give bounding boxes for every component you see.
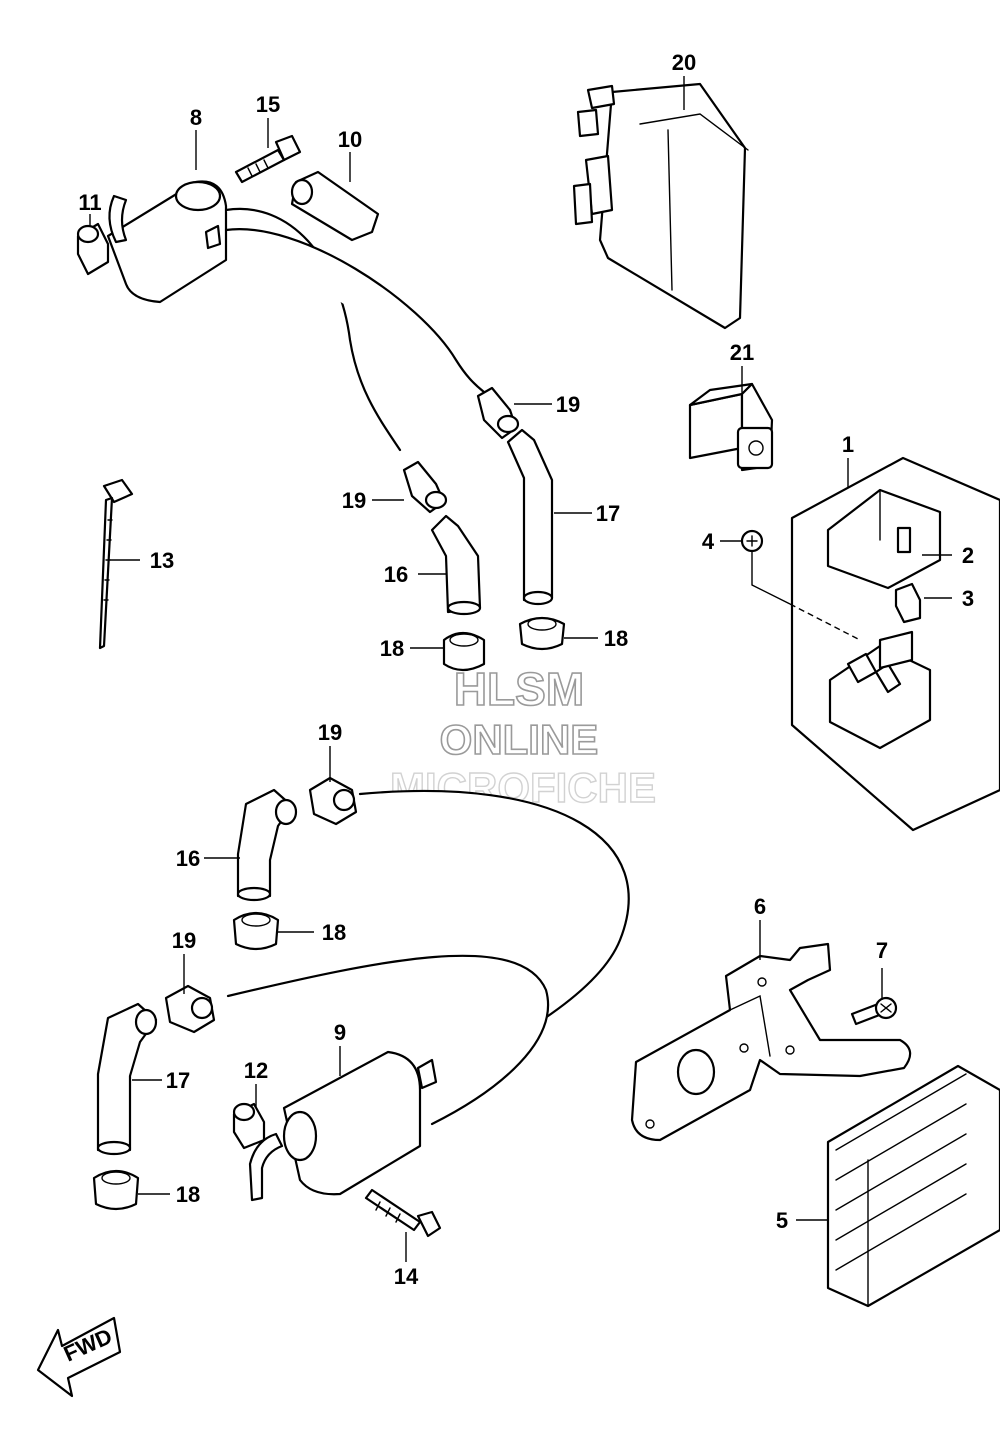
callout-4[interactable]: 4 — [702, 529, 715, 554]
part-20-ecm-unit[interactable] — [572, 82, 749, 330]
callout-17-upper[interactable]: 17 — [596, 501, 620, 526]
callout-7[interactable]: 7 — [876, 938, 888, 963]
callout-20[interactable]: 20 — [672, 50, 696, 75]
part-19-cap-lower-top[interactable] — [308, 776, 358, 826]
part-10-coil-sleeve[interactable] — [290, 170, 380, 242]
callout-12[interactable]: 12 — [244, 1058, 268, 1083]
callout-13[interactable]: 13 — [150, 548, 174, 573]
part-15-bolt[interactable] — [234, 134, 302, 184]
callout-17-lower[interactable]: 17 — [166, 1068, 190, 1093]
part-17-plug-cap-lower[interactable] — [96, 1002, 158, 1156]
part-11-spacer[interactable] — [76, 222, 110, 276]
part-14-bolt[interactable] — [364, 1188, 442, 1238]
callout-16-lower[interactable]: 16 — [176, 846, 200, 871]
part-19-cap-lower-mid[interactable] — [164, 984, 216, 1034]
lower-high-tension-leads[interactable] — [226, 789, 630, 1126]
watermark-line-2: ONLINE — [440, 716, 599, 763]
part-12-spacer[interactable] — [232, 1102, 266, 1150]
watermark: HLSM ONLINE MICROFICHE — [389, 662, 656, 812]
part-17-plug-cap-upper[interactable] — [506, 428, 554, 606]
part-18-seal-upper-right[interactable] — [518, 616, 566, 651]
callout-19-upper-left[interactable]: 19 — [342, 488, 366, 513]
part-19-cap-left[interactable] — [402, 460, 448, 514]
watermark-line-1: HLSM — [454, 663, 584, 715]
part-18-seal-lower-bottom[interactable] — [92, 1169, 140, 1211]
callout-10[interactable]: 10 — [338, 127, 362, 152]
part-16-plug-cap-upper[interactable] — [430, 514, 482, 616]
callout-6[interactable]: 6 — [754, 894, 766, 919]
part-13-cable-tie[interactable] — [98, 478, 134, 650]
callout-18-lower-top[interactable]: 18 — [322, 920, 346, 945]
callout-1[interactable]: 1 — [842, 432, 854, 457]
part-8-ignition-coil[interactable] — [106, 180, 228, 304]
callout-3[interactable]: 3 — [962, 586, 974, 611]
part-18-seal-upper-left[interactable] — [442, 631, 486, 672]
part-6-bracket[interactable] — [630, 942, 912, 1142]
callout-9[interactable]: 9 — [334, 1020, 346, 1045]
part-19-cap-right[interactable] — [476, 386, 520, 440]
part-7-screw[interactable] — [850, 996, 898, 1026]
part-18-seal-lower-top[interactable] — [232, 911, 280, 951]
fwd-direction-arrow: FWD — [36, 1316, 122, 1398]
callout-19-lower-top[interactable]: 19 — [318, 720, 342, 745]
part-21-relay[interactable] — [688, 382, 774, 472]
part-5-regulator[interactable] — [826, 1064, 1000, 1308]
callout-19-lower-mid[interactable]: 19 — [172, 928, 196, 953]
callout-21[interactable]: 21 — [730, 340, 754, 365]
callout-18-lower-bottom[interactable]: 18 — [176, 1182, 200, 1207]
callout-11[interactable]: 11 — [78, 190, 101, 215]
part-1-starter-relay-assembly[interactable] — [790, 456, 1000, 832]
callout-8[interactable]: 8 — [190, 105, 202, 130]
leader-lines — [89, 76, 952, 1262]
callout-5[interactable]: 5 — [776, 1208, 788, 1233]
part-3-fuse[interactable] — [894, 582, 922, 624]
callout-16-upper[interactable]: 16 — [384, 562, 408, 587]
part-2-relay-cover[interactable] — [826, 488, 942, 590]
part-16-plug-cap-lower[interactable] — [236, 788, 298, 902]
callout-14[interactable]: 14 — [394, 1264, 419, 1289]
callout-19-upper-right[interactable]: 19 — [556, 392, 580, 417]
upper-high-tension-leads[interactable] — [224, 207, 486, 452]
part-9-ignition-coil[interactable] — [248, 1050, 438, 1202]
callout-18-upper-left[interactable]: 18 — [380, 636, 404, 661]
callout-2[interactable]: 2 — [962, 543, 974, 568]
callout-15[interactable]: 15 — [256, 92, 280, 117]
part-4-screw[interactable] — [740, 529, 861, 641]
callout-18-upper-right[interactable]: 18 — [604, 626, 628, 651]
callout-numbers: 1 2 3 4 5 6 7 8 9 10 11 12 13 14 15 16 1… — [78, 50, 974, 1289]
